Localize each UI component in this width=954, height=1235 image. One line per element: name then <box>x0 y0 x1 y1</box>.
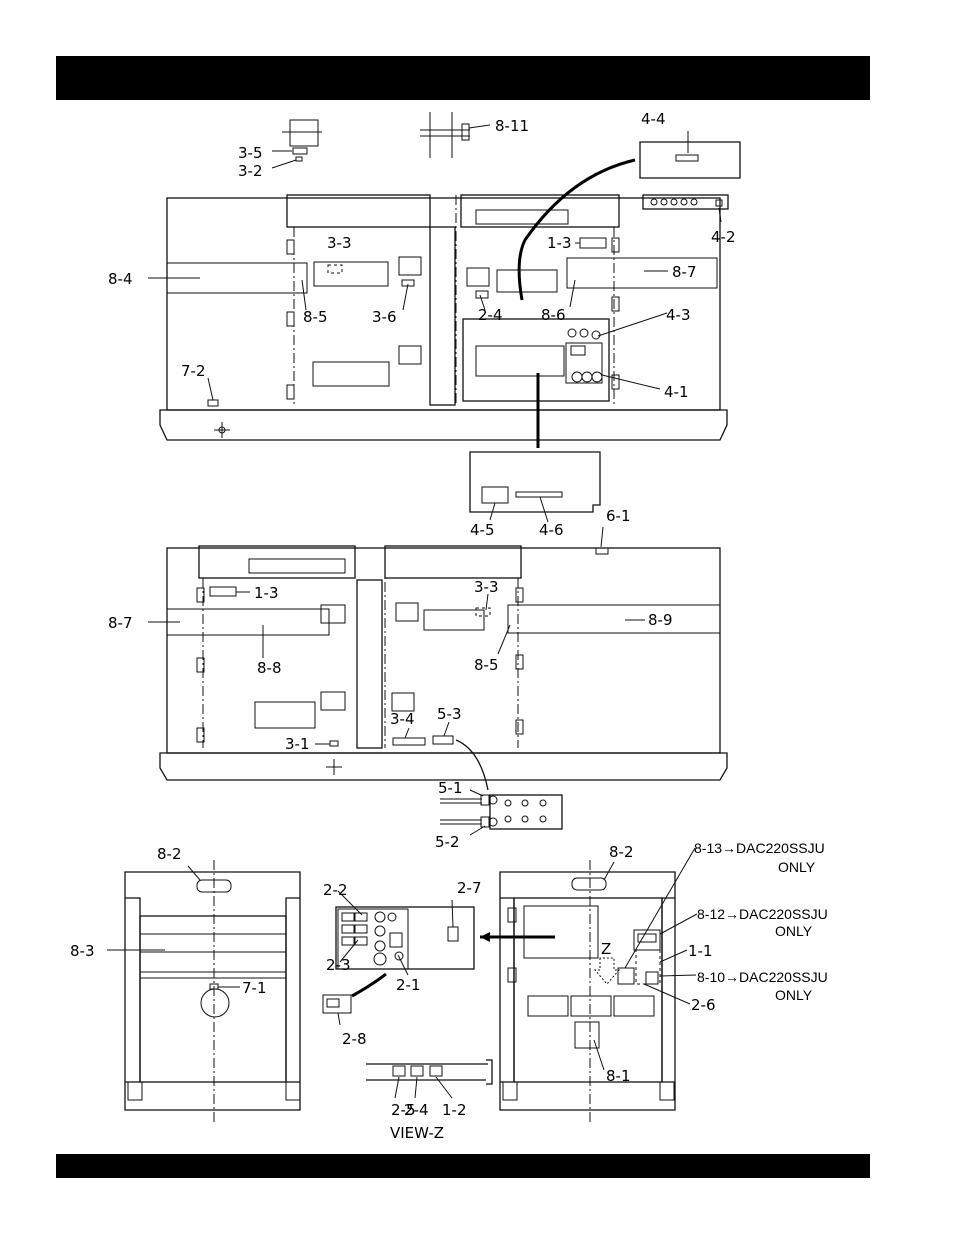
label-1-2: 1-2 <box>442 1101 467 1119</box>
label-8-8: 8-8 <box>257 659 282 677</box>
label-2-4-top: 2-4 <box>478 306 503 324</box>
label-8-2-rear: 8-2 <box>609 843 634 861</box>
label-3-4: 3-4 <box>390 710 415 728</box>
panel-detail <box>323 891 555 1025</box>
label-view-z: VIEW-Z <box>390 1124 444 1142</box>
label-3-1: 3-1 <box>285 735 310 753</box>
label-8-5-top: 8-5 <box>303 308 328 326</box>
label-8-1: 8-1 <box>606 1067 631 1085</box>
label-3-2: 3-2 <box>238 162 263 180</box>
detail-8-11 <box>420 112 490 158</box>
detail-4-4 <box>519 131 740 300</box>
label-8-12: 8-12→DAC220SSJU <box>697 906 828 922</box>
label-2-4-viewz-visible: 2-4 <box>404 1101 429 1119</box>
side-view-2 <box>160 546 727 780</box>
label-7-1: 7-1 <box>242 979 267 997</box>
label-3-3-top: 3-3 <box>327 234 352 252</box>
label-1-3-mid: 1-3 <box>254 584 279 602</box>
label-3-5: 3-5 <box>238 144 263 162</box>
label-8-2-front: 8-2 <box>157 845 182 863</box>
label-2-3: 2-3 <box>326 956 351 974</box>
label-only-2: ONLY <box>775 923 813 939</box>
label-8-7-mid: 8-7 <box>108 614 133 632</box>
label-4-6: 4-6 <box>539 521 564 539</box>
label-2-1: 2-1 <box>396 976 421 994</box>
label-2-8: 2-8 <box>342 1030 367 1048</box>
label-8-7-top: 8-7 <box>672 263 697 281</box>
label-4-3: 4-3 <box>666 306 691 324</box>
label-7-2: 7-2 <box>181 362 206 380</box>
label-8-3: 8-3 <box>70 942 95 960</box>
label-8-13: 8-13→DAC220SSJU <box>694 840 825 856</box>
label-4-2: 4-2 <box>711 228 736 246</box>
label-3-3-mid: 3-3 <box>474 578 499 596</box>
label-1-1: 1-1 <box>688 942 713 960</box>
label-1-3-top: 1-3 <box>547 234 572 252</box>
rear-view <box>500 848 697 1122</box>
callout-labels: 3-5 3-2 8-11 4-4 4-2 3-3 1-3 8-4 8-7 8-5… <box>70 110 828 1142</box>
label-6-1: 6-1 <box>606 507 631 525</box>
front-view <box>107 860 300 1122</box>
label-8-5-mid: 8-5 <box>474 656 499 674</box>
label-8-4: 8-4 <box>108 270 133 288</box>
label-4-5: 4-5 <box>470 521 495 539</box>
label-z: Z <box>601 940 611 958</box>
label-2-6: 2-6 <box>691 996 716 1014</box>
label-8-9: 8-9 <box>648 611 673 629</box>
label-2-2: 2-2 <box>323 881 348 899</box>
label-only-3: ONLY <box>775 987 813 1003</box>
label-8-6: 8-6 <box>541 306 566 324</box>
side-view-1 <box>160 195 727 440</box>
detail-4-5 <box>470 452 600 522</box>
label-5-2: 5-2 <box>435 833 460 851</box>
label-3-6: 3-6 <box>372 308 397 326</box>
label-4-4: 4-4 <box>641 110 666 128</box>
label-2-7: 2-7 <box>457 879 482 897</box>
label-5-1: 5-1 <box>438 779 463 797</box>
label-8-11: 8-11 <box>495 117 529 135</box>
detail-3-5 <box>272 120 322 168</box>
leaders-view-2 <box>148 527 645 790</box>
label-only-1: ONLY <box>778 859 816 875</box>
label-4-1: 4-1 <box>664 383 689 401</box>
label-8-10: 8-10→DAC220SSJU <box>697 969 828 985</box>
label-5-3: 5-3 <box>437 705 462 723</box>
view-z <box>366 1060 492 1098</box>
